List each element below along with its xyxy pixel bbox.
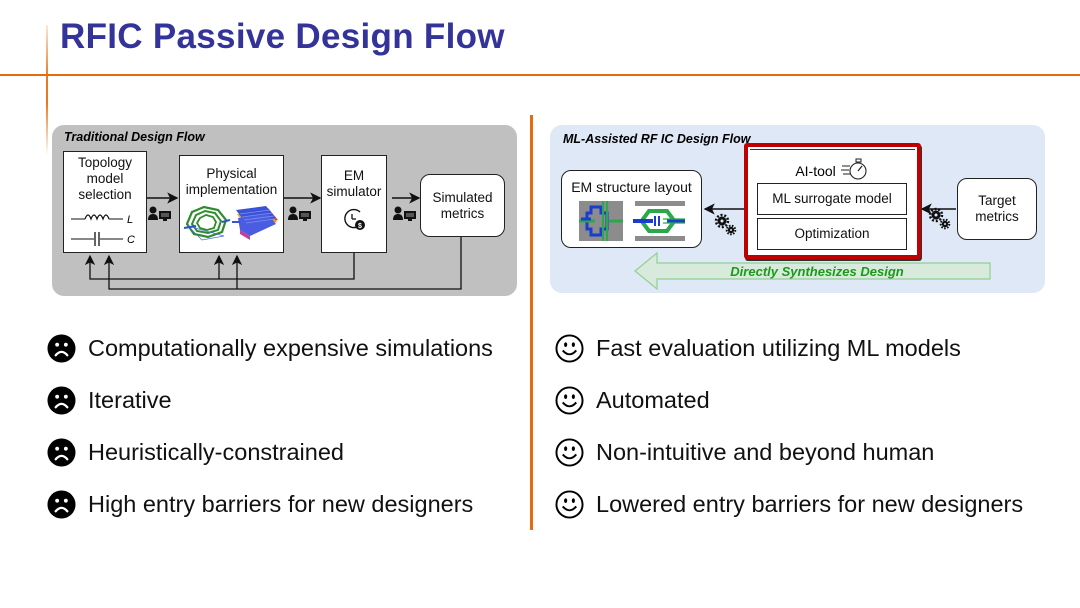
cons-item: Heuristically-constrained bbox=[47, 438, 493, 467]
pros-text: Lowered entry barriers for new designers bbox=[596, 491, 1024, 517]
stopwatch-icon bbox=[840, 158, 867, 180]
title-underline-rule bbox=[0, 74, 1080, 76]
em-simulator-box: EM simulator $ bbox=[321, 155, 387, 253]
left-accent-rule bbox=[46, 25, 48, 155]
pros-text: Fast evaluation utilizing ML models bbox=[596, 335, 961, 361]
stacked-layout-image bbox=[231, 206, 278, 240]
traditional-flow-connectors bbox=[84, 192, 462, 290]
gears-icon bbox=[714, 213, 737, 236]
human-computer-icon bbox=[148, 206, 171, 221]
cons-item: Computationally expensive simulations bbox=[47, 334, 493, 363]
smiley-face-icon bbox=[555, 438, 584, 467]
ml-flow-title: ML-Assisted RF IC Design Flow bbox=[563, 132, 751, 146]
ml-surrogate-model-box: ML surrogate model bbox=[757, 183, 907, 215]
sad-face-icon bbox=[47, 334, 76, 363]
cons-text: Iterative bbox=[88, 387, 172, 413]
box-label-line: implementation bbox=[185, 182, 278, 197]
slide-title: RFIC Passive Design Flow bbox=[60, 17, 505, 56]
sad-face-icon bbox=[47, 438, 76, 467]
box-label-line: EM bbox=[343, 168, 365, 183]
optimization-box: Optimization bbox=[757, 218, 907, 250]
feedback-metrics-to-topology bbox=[103, 237, 462, 290]
gears-icon bbox=[928, 207, 951, 230]
ml-flow-connectors bbox=[634, 203, 991, 291]
capacitor-label: C bbox=[127, 234, 135, 246]
ai-tool-label: AI-tool bbox=[795, 163, 836, 179]
box-label-line: Simulated bbox=[432, 190, 493, 205]
pros-item: Fast evaluation utilizing ML models bbox=[555, 334, 1023, 363]
lc-schematic-icon: L C bbox=[71, 214, 135, 246]
inductor-icon bbox=[84, 214, 110, 221]
box-label-line: Target bbox=[978, 193, 1016, 208]
traditional-flow-title: Traditional Design Flow bbox=[64, 130, 205, 144]
simulated-metrics-box: Simulated metrics bbox=[420, 174, 505, 237]
pros-item: Automated bbox=[555, 386, 1023, 415]
box-label-line: selection bbox=[78, 187, 132, 202]
synthesize-arrow bbox=[634, 251, 991, 291]
box-label: EM structure layout bbox=[571, 179, 692, 195]
human-computer-icon bbox=[393, 206, 416, 221]
synthesize-arrow-label: Directly Synthesizes Design bbox=[730, 264, 904, 279]
box-label-line: metrics bbox=[440, 206, 485, 221]
topology-selection-box: Topology model selection L C bbox=[63, 151, 147, 253]
cons-list: Computationally expensive simulations It… bbox=[47, 334, 493, 519]
pros-item: Lowered entry barriers for new designers bbox=[555, 490, 1023, 519]
pros-text: Automated bbox=[596, 387, 710, 413]
column-divider bbox=[530, 115, 533, 530]
sad-face-icon bbox=[47, 386, 76, 415]
inductor-layout-image bbox=[183, 205, 230, 241]
clock-cost-icon: $ bbox=[344, 208, 365, 230]
sad-face-icon bbox=[47, 490, 76, 519]
cons-text: High entry barriers for new designers bbox=[88, 491, 474, 517]
em-layout-image bbox=[578, 201, 685, 241]
cons-text: Heuristically-constrained bbox=[88, 439, 344, 465]
box-label-line: Physical bbox=[206, 166, 257, 181]
box-label-line: Topology bbox=[77, 155, 133, 170]
cons-text: Computationally expensive simulations bbox=[88, 335, 493, 361]
pros-item: Non-intuitive and beyond human bbox=[555, 438, 1023, 467]
box-label-line: model bbox=[86, 171, 124, 186]
inductor-label: L bbox=[127, 214, 133, 226]
pros-list: Fast evaluation utilizing ML models Auto… bbox=[555, 334, 1023, 519]
feedback-em-to-topology bbox=[84, 253, 355, 280]
box-label-line: metrics bbox=[975, 209, 1019, 224]
svg-text:$: $ bbox=[358, 223, 362, 230]
smiley-face-icon bbox=[555, 490, 584, 519]
pros-text: Non-intuitive and beyond human bbox=[596, 439, 935, 465]
ai-tool-highlight-box: AI-tool ML surrogate model Optimization bbox=[744, 143, 921, 259]
cons-item: High entry barriers for new designers bbox=[47, 490, 493, 519]
smiley-face-icon bbox=[555, 334, 584, 363]
em-structure-layout-box: EM structure layout bbox=[561, 170, 702, 248]
cons-item: Iterative bbox=[47, 386, 493, 415]
human-computer-icon bbox=[288, 206, 311, 221]
target-metrics-box: Target metrics bbox=[957, 178, 1037, 240]
smiley-face-icon bbox=[555, 386, 584, 415]
box-label-line: simulator bbox=[326, 184, 382, 199]
physical-implementation-box: Physical implementation bbox=[179, 155, 284, 253]
